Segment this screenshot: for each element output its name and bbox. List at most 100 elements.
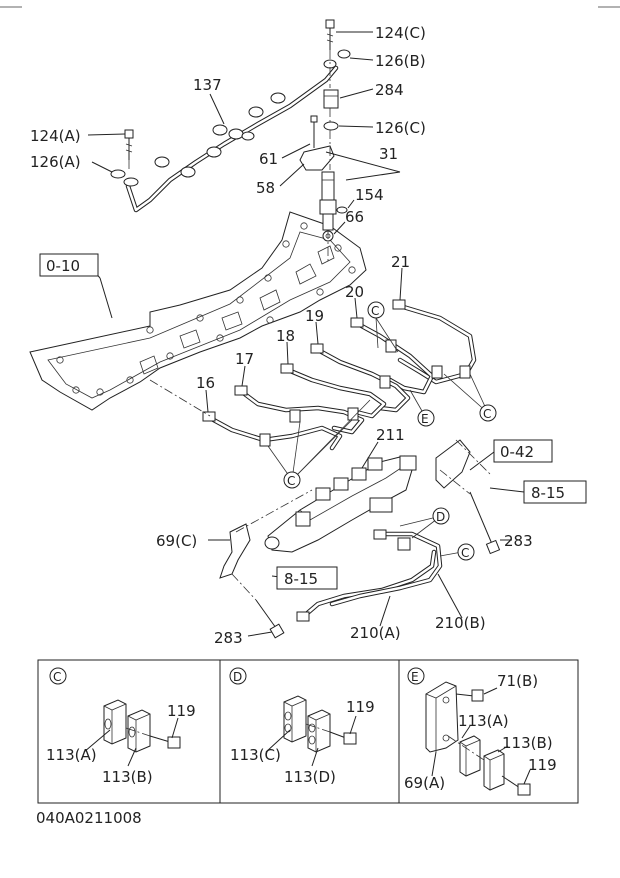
bolt-119-c xyxy=(149,735,181,749)
leader-119-d xyxy=(349,715,357,735)
leader-113b-e xyxy=(497,745,509,753)
svg-text:C: C xyxy=(287,474,295,488)
clamp-113c-d xyxy=(283,695,307,743)
label-211: 211 xyxy=(376,426,405,444)
svg-text:E: E xyxy=(411,670,419,684)
injection-pipe-17 xyxy=(234,385,365,435)
fuel-pipe-210b xyxy=(329,529,443,607)
label-283-left: 283 xyxy=(214,629,243,647)
label-126c: 126(C) xyxy=(375,119,426,137)
detail-panel-c: C 119 113(A) 113(B) xyxy=(46,667,196,786)
svg-text:C: C xyxy=(371,304,379,318)
label-61: 61 xyxy=(259,150,278,168)
leader-113b-c xyxy=(127,747,137,767)
leader-119-c xyxy=(171,717,179,739)
clamp-113d-d xyxy=(307,709,331,753)
stud-61 xyxy=(310,115,318,148)
centre-line-e xyxy=(447,735,485,761)
bolt-119-d xyxy=(329,731,357,745)
assembly-centre-lines xyxy=(128,50,491,601)
svg-text:C: C xyxy=(53,670,61,684)
injection-pipe-18 xyxy=(280,363,387,419)
injector-31 xyxy=(319,171,337,231)
rocker-cover-gasket xyxy=(29,211,367,411)
label-20: 20 xyxy=(345,283,364,301)
supply-pump-211 xyxy=(264,455,417,553)
label-124a: 124(A) xyxy=(30,127,81,145)
leader-113c-d xyxy=(265,729,291,753)
centre-line-d xyxy=(305,723,331,733)
connector-284 xyxy=(323,89,339,109)
clamp-113b-e xyxy=(483,749,505,791)
washer-126c xyxy=(323,121,339,131)
bolt-124c xyxy=(325,19,335,50)
washer-126a xyxy=(110,169,139,187)
injection-pipe-19 xyxy=(310,343,411,413)
catalog-number: 040A0211008 xyxy=(36,809,142,827)
label-126b: 126(B) xyxy=(375,52,426,70)
callout-d[interactable]: D xyxy=(432,507,450,525)
label-283-right: 283 xyxy=(504,532,533,550)
detail-panel-e: E 71(B) xyxy=(404,667,557,796)
svg-text:0-10: 0-10 xyxy=(46,257,80,275)
label-119-c: 119 xyxy=(167,702,196,720)
leader-113a-e xyxy=(461,725,471,739)
label-69c: 69(C) xyxy=(156,532,197,550)
label-124c: 124(C) xyxy=(375,24,426,42)
svg-text:C: C xyxy=(461,546,469,560)
callout-e[interactable]: E xyxy=(417,409,435,427)
label-19: 19 xyxy=(305,307,324,325)
label-71b-e: 71(B) xyxy=(497,672,538,690)
clamp-113a-e xyxy=(459,735,481,777)
bracket-0-42 xyxy=(435,439,471,489)
detail-panel-d: D 119 113(C) 113(D) xyxy=(229,667,375,786)
bracket-69a-e xyxy=(425,681,459,753)
label-119-e: 119 xyxy=(528,756,557,774)
label-113c-d: 113(C) xyxy=(230,746,281,764)
label-18: 18 xyxy=(276,327,295,345)
svg-text:D: D xyxy=(436,510,445,524)
clamp-113b-c xyxy=(127,709,151,753)
callout-c-bottom-right[interactable]: C xyxy=(457,543,475,561)
detail-panel-c-key xyxy=(49,667,67,685)
injection-pipe-16 xyxy=(202,411,343,451)
bolt-124a xyxy=(124,129,134,160)
callout-c-bottom-left[interactable]: C xyxy=(283,471,301,489)
leader-71b-e xyxy=(483,687,498,695)
detail-panel-d-key xyxy=(229,667,247,685)
centre-line-c xyxy=(125,727,151,737)
svg-text:8-15: 8-15 xyxy=(531,484,565,502)
label-210b: 210(B) xyxy=(435,614,486,632)
leak-off-banjo-fittings xyxy=(154,92,286,178)
reference-box-0-42[interactable]: 0-42 xyxy=(493,439,553,463)
callout-c-right[interactable]: C xyxy=(479,404,497,422)
clamp-58 xyxy=(299,145,335,171)
svg-text:E: E xyxy=(421,412,429,426)
reference-box-0-10[interactable]: 0-10 xyxy=(39,253,99,277)
svg-text:C: C xyxy=(483,407,491,421)
detail-panels-frame xyxy=(37,659,579,804)
leader-113a-c xyxy=(83,729,111,753)
leak-off-pipe-137 xyxy=(125,65,339,213)
label-126a: 126(A) xyxy=(30,153,81,171)
label-113d-d: 113(D) xyxy=(284,768,336,786)
callout-c-top[interactable]: C xyxy=(367,301,385,319)
label-113b-c: 113(B) xyxy=(102,768,153,786)
label-113b-e: 113(B) xyxy=(502,734,553,752)
pipe-clamps xyxy=(259,339,471,447)
leader-113d-d xyxy=(311,747,319,767)
label-66: 66 xyxy=(345,208,364,226)
reference-box-8-15-right[interactable]: 8-15 xyxy=(523,480,587,504)
bolt-283-left xyxy=(255,599,285,639)
part-labels: 124(C) 126(B) 137 284 124(A) 126(C) 126(… xyxy=(30,24,533,647)
label-154: 154 xyxy=(355,186,384,204)
leader-119-e xyxy=(523,769,531,785)
callout-leaders xyxy=(267,317,489,557)
label-31: 31 xyxy=(379,145,398,163)
detail-panel-e-key xyxy=(407,667,425,685)
washer-126b xyxy=(323,49,351,69)
reference-box-8-15-left[interactable]: 8-15 xyxy=(276,566,338,590)
label-69a-e: 69(A) xyxy=(404,774,445,792)
svg-text:8-15: 8-15 xyxy=(284,570,318,588)
